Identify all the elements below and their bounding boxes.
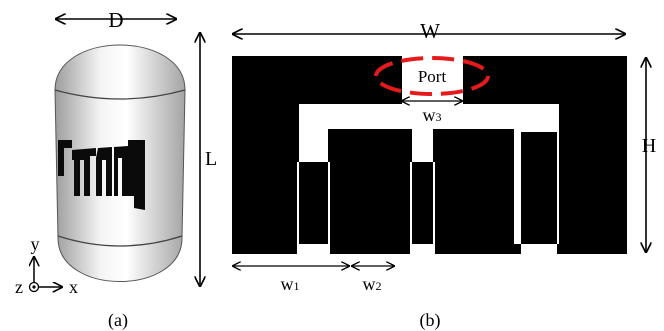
port-ellipse (374, 56, 490, 96)
capsule-bottom-seam (57, 235, 183, 247)
caption-b: (b) (420, 310, 441, 331)
dim-l-label: L (205, 148, 217, 170)
dim-w3-label: w3 (423, 105, 442, 125)
dim-w-label: W (420, 19, 440, 43)
axis-z-label: z (15, 277, 23, 297)
dim-h-label: H (642, 135, 656, 157)
axis-y-label: y (31, 234, 40, 254)
capsule-body (54, 44, 186, 282)
dim-w1-label: w1 (281, 274, 300, 294)
port-gap (402, 56, 463, 104)
axis-x-label: x (69, 277, 78, 297)
capsule-panel: D L y x z (a) (15, 8, 217, 331)
dim-d-label: D (108, 8, 123, 32)
capsule-top-seam (54, 89, 186, 100)
capsule-antenna-print (58, 140, 145, 210)
antenna-panel: Port W H w3 h1 w1 w2 (b) (232, 19, 656, 331)
dim-h1-label: h1 (364, 188, 379, 208)
dim-w2-label: w2 (363, 274, 382, 294)
axes-triad (30, 257, 63, 292)
port-label: Port (418, 67, 447, 86)
meander-antenna (232, 56, 627, 254)
caption-a: (a) (108, 310, 128, 331)
